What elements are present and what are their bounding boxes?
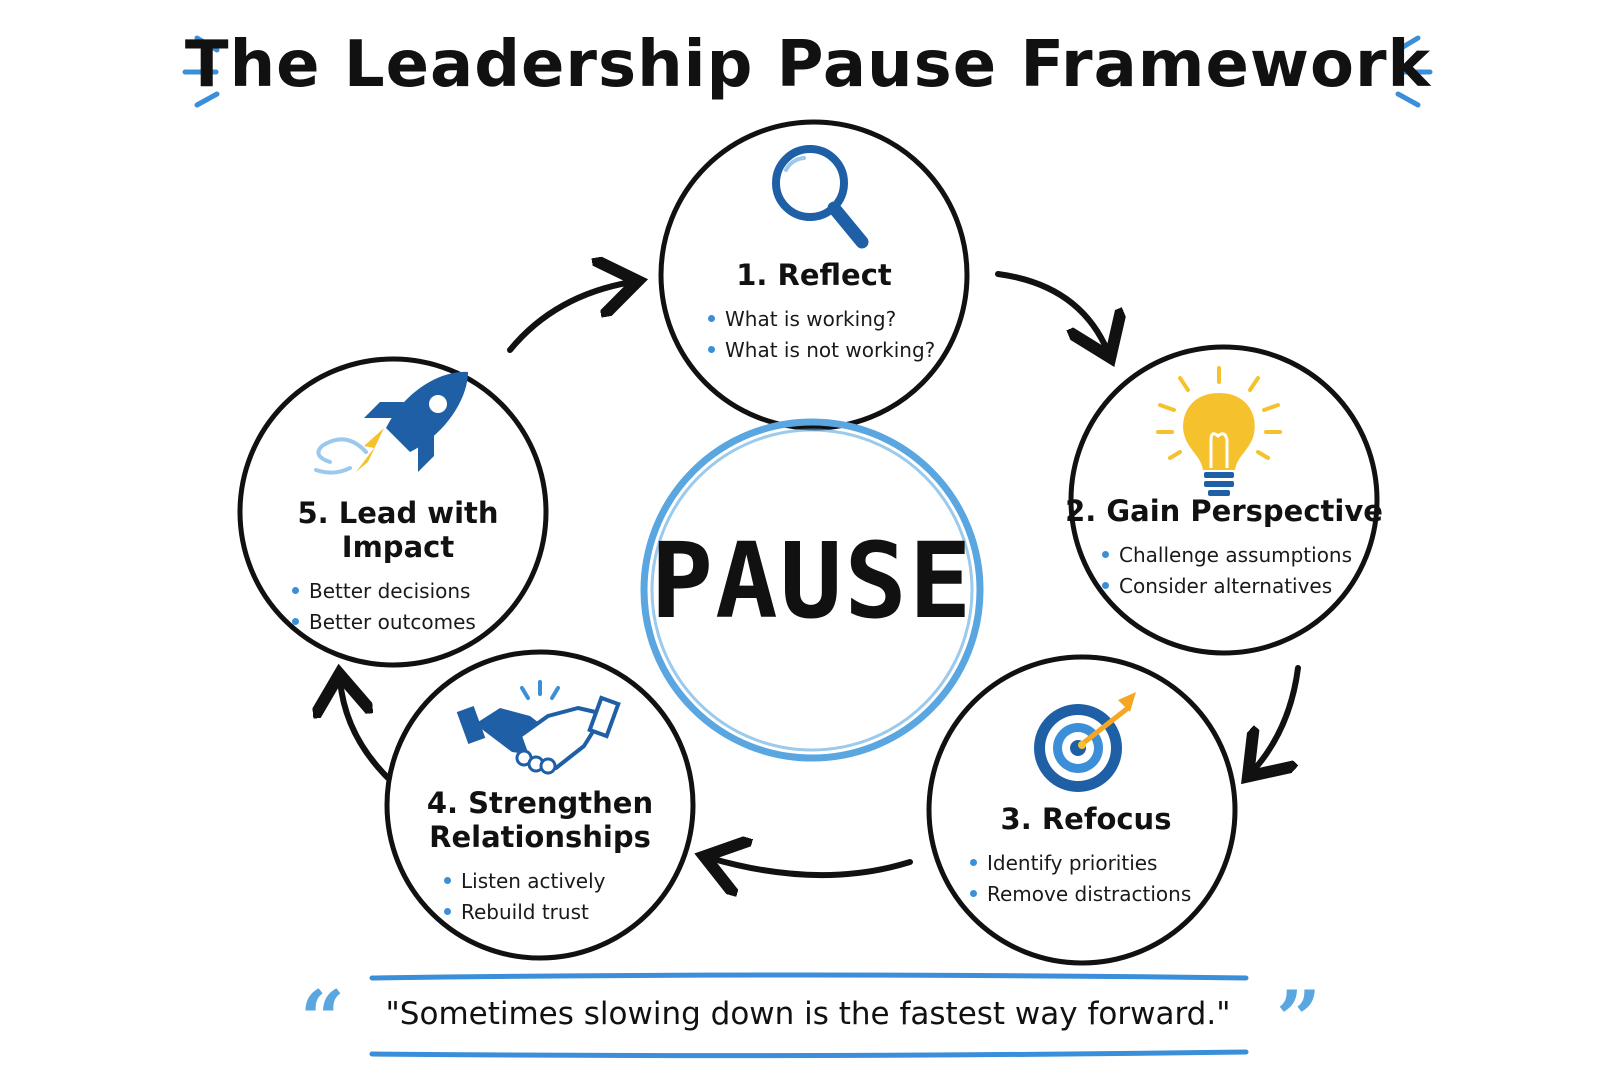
step-title-line1: 4. Strengthen xyxy=(426,786,654,820)
step-bullets: Better decisions Better outcomes xyxy=(292,576,548,638)
step-circle-reflect xyxy=(658,119,970,431)
quote-text: "Sometimes slowing down is the fastest w… xyxy=(385,996,1231,1032)
step-bullet: Consider alternatives xyxy=(1102,571,1384,602)
title-accent-right-icon xyxy=(1395,35,1433,108)
page-title: The Leadership Pause Framework xyxy=(184,28,1432,102)
step-bullet: Rebuild trust xyxy=(444,897,670,928)
center-label: PAUSE xyxy=(650,520,974,642)
handshake-icon xyxy=(456,680,621,775)
step-title-line2: Relationships xyxy=(429,820,651,854)
arrow-refocus-to-strengthen xyxy=(710,858,913,875)
step-circle-gain-perspective xyxy=(1068,344,1380,656)
step-refocus: 3. Refocus Identify priorities Remove di… xyxy=(956,802,1216,910)
arrow-strengthen-to-lead xyxy=(340,680,391,781)
step-bullet: Identify priorities xyxy=(970,848,1216,879)
close-quote-icon: ” xyxy=(1276,974,1321,1065)
lightbulb-icon xyxy=(1156,366,1282,496)
step-bullet: Challenge assumptions xyxy=(1102,540,1384,571)
arrow-perspective-to-refocus xyxy=(1252,665,1301,772)
center-ring-inner xyxy=(650,428,974,752)
quote-top-line xyxy=(369,972,1249,981)
target-icon xyxy=(1034,692,1136,792)
quote-bottom-line xyxy=(369,1049,1249,1059)
step-bullet: What is not working? xyxy=(708,335,944,366)
magnifying-glass-icon xyxy=(772,145,869,249)
arrow-reflect-to-perspective xyxy=(995,271,1108,352)
step-reflect: 1. Reflect What is working? What is not … xyxy=(684,258,944,366)
step-bullet: Listen actively xyxy=(444,866,670,897)
step-title: 5. Lead with Impact xyxy=(297,496,499,564)
step-circle-strengthen xyxy=(384,649,696,961)
step-bullet: Better decisions xyxy=(292,576,548,607)
step-bullet: Better outcomes xyxy=(292,607,548,638)
step-bullet: What is working? xyxy=(708,304,944,335)
step-gain-perspective: 2. Gain Perspective Challenge assumption… xyxy=(1064,494,1384,602)
step-bullets: Identify priorities Remove distractions xyxy=(970,848,1216,910)
arrow-lead-to-reflect xyxy=(507,282,632,353)
open-quote-icon: “ xyxy=(300,974,345,1065)
step-title: 1. Reflect xyxy=(736,258,892,292)
step-strengthen-relationships: 4. Strengthen Relationships Listen activ… xyxy=(410,786,670,928)
title-accent-left-icon xyxy=(182,35,220,108)
step-title: 3. Refocus xyxy=(1000,802,1172,836)
step-circle-lead xyxy=(237,356,549,668)
center-ring xyxy=(640,418,984,762)
step-lead-with-impact: 5. Lead with Impact Better decisions Bet… xyxy=(248,496,548,638)
step-bullet: Remove distractions xyxy=(970,879,1216,910)
step-bullets: Challenge assumptions Consider alternati… xyxy=(1102,540,1384,602)
rocket-icon xyxy=(314,371,468,475)
step-title: 2. Gain Perspective xyxy=(1065,494,1383,528)
step-circle-refocus xyxy=(926,654,1238,966)
step-bullets: What is working? What is not working? xyxy=(708,304,944,366)
step-bullets: Listen actively Rebuild trust xyxy=(444,866,670,928)
